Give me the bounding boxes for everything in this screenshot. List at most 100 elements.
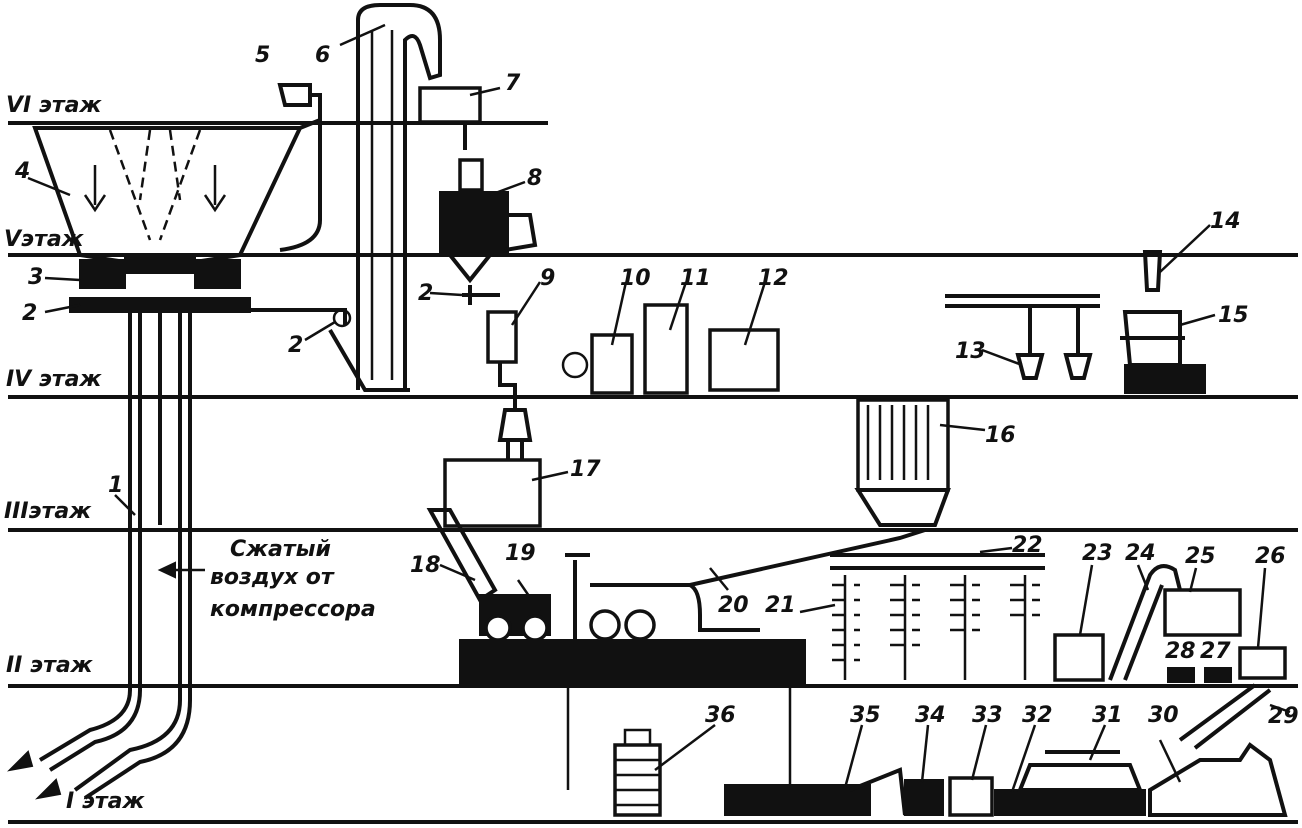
right-side-equipment bbox=[1053, 564, 1287, 750]
bucket-elevator-6 bbox=[328, 2, 442, 392]
callout-16: 16 bbox=[985, 423, 1016, 448]
conveyor-35 bbox=[724, 784, 871, 816]
callout-leaders bbox=[27, 23, 1291, 793]
fourth-floor-equipment bbox=[561, 303, 780, 395]
callout-11: 11 bbox=[680, 266, 711, 291]
filter-16-hopper bbox=[854, 488, 951, 527]
leader-24 bbox=[1136, 564, 1150, 591]
callout-29: 29 bbox=[1268, 704, 1299, 729]
pipe-5-down bbox=[279, 105, 322, 252]
callout-4: 4 bbox=[14, 159, 30, 184]
leader-10 bbox=[610, 281, 628, 346]
callout-24: 24 bbox=[1125, 541, 1156, 566]
callout-26: 26 bbox=[1255, 544, 1286, 569]
air-pipe-left-inner bbox=[48, 300, 142, 772]
funnel-17 bbox=[497, 408, 533, 460]
floor-label-vi: VI этаж bbox=[6, 93, 103, 118]
valve-2b bbox=[462, 285, 500, 305]
leader-11 bbox=[668, 281, 688, 331]
leader-7 bbox=[469, 86, 501, 97]
callout-19: 19 bbox=[505, 541, 536, 566]
compressed-air-line2: воздух от bbox=[210, 565, 335, 590]
column-19 bbox=[565, 553, 590, 640]
leader-31 bbox=[1088, 724, 1107, 761]
callout-25: 25 bbox=[1185, 544, 1216, 569]
floor-label-i: I этаж bbox=[66, 789, 145, 814]
leader-9 bbox=[510, 281, 542, 326]
leader-2b bbox=[429, 291, 463, 297]
valve-2c bbox=[332, 308, 352, 328]
callout-labels: 1 2 2 2 3 4 5 6 7 8 9 10 11 12 13 14 15 … bbox=[14, 43, 1299, 729]
unit-8-top bbox=[458, 158, 484, 192]
leader-16 bbox=[939, 423, 986, 432]
center-column bbox=[418, 86, 538, 460]
furnace-36 bbox=[613, 743, 662, 817]
leader-29 bbox=[1269, 703, 1291, 714]
cooler-ticks bbox=[832, 583, 1040, 662]
bunker-base-right bbox=[194, 259, 241, 289]
floor-label-iii: IIIэтаж bbox=[4, 499, 92, 524]
roller-19d bbox=[624, 609, 656, 641]
chute-29 bbox=[1178, 683, 1272, 750]
callout-2c: 2 bbox=[288, 333, 303, 358]
leader-26 bbox=[1256, 567, 1267, 649]
callout-23: 23 bbox=[1082, 541, 1113, 566]
unit-7 bbox=[418, 86, 482, 124]
unit-34 bbox=[904, 779, 944, 816]
floor-label-iv: IV этаж bbox=[6, 367, 103, 392]
callout-10: 10 bbox=[620, 266, 651, 291]
leader-20 bbox=[709, 567, 729, 591]
leader-1 bbox=[114, 494, 136, 516]
leader-15 bbox=[1179, 313, 1216, 327]
compressed-air-line3: компрессора bbox=[210, 597, 376, 622]
callout-2a: 2 bbox=[22, 301, 37, 326]
leader-18 bbox=[439, 563, 476, 582]
floor-lines bbox=[8, 121, 1298, 824]
feed-pipe-to-elevator bbox=[240, 308, 347, 325]
floor-labels: VI этаж Vэтаж IV этаж IIIэтаж II этаж I … bbox=[4, 93, 145, 814]
leader-6 bbox=[339, 23, 386, 47]
inlet-arrow-left bbox=[7, 750, 34, 772]
filter-16-bags bbox=[866, 405, 930, 480]
callout-30: 30 bbox=[1148, 703, 1179, 728]
callout-5: 5 bbox=[255, 43, 270, 68]
callout-17: 17 bbox=[570, 457, 601, 482]
pipe-9-17 bbox=[498, 362, 517, 410]
leader-21 bbox=[799, 603, 836, 614]
leader-34 bbox=[920, 724, 930, 783]
leader-25 bbox=[1188, 567, 1198, 593]
furnace-36-bricks bbox=[615, 728, 660, 807]
bunker-divider-dashed bbox=[108, 129, 202, 241]
unit-27 bbox=[1204, 667, 1232, 683]
leader-35 bbox=[843, 724, 864, 789]
roller-19c bbox=[589, 609, 621, 641]
compressed-air-note: Сжатый воздух от компрессора bbox=[157, 537, 376, 622]
callout-13: 13 bbox=[955, 339, 986, 364]
callout-21: 21 bbox=[765, 593, 796, 618]
callout-22: 22 bbox=[1012, 533, 1043, 558]
conveyor-base bbox=[459, 639, 806, 685]
leader-36 bbox=[654, 724, 716, 771]
callout-27: 27 bbox=[1200, 639, 1231, 664]
callout-15: 15 bbox=[1218, 303, 1249, 328]
leader-13 bbox=[981, 348, 1023, 367]
pipe-20 bbox=[590, 528, 926, 632]
leader-19 bbox=[516, 579, 542, 613]
compressed-air-line1: Сжатый bbox=[230, 537, 331, 562]
callout-2b: 2 bbox=[418, 281, 433, 306]
cooler-21 bbox=[830, 553, 1045, 680]
leader-3 bbox=[44, 276, 81, 282]
callout-32: 32 bbox=[1022, 703, 1053, 728]
unit-33 bbox=[948, 776, 994, 817]
leader-30 bbox=[1158, 739, 1182, 783]
unit-8-ramp bbox=[504, 213, 538, 252]
unit-9 bbox=[486, 310, 518, 364]
bunker-group bbox=[7, 83, 352, 800]
unit-8-body bbox=[439, 191, 509, 253]
leader-22 bbox=[979, 546, 1013, 554]
callout-12: 12 bbox=[758, 266, 789, 291]
upper-right-equipment bbox=[945, 250, 1206, 394]
elevator-shell bbox=[356, 2, 442, 390]
unit-12 bbox=[708, 328, 780, 392]
bunker-inner-right bbox=[203, 165, 227, 213]
